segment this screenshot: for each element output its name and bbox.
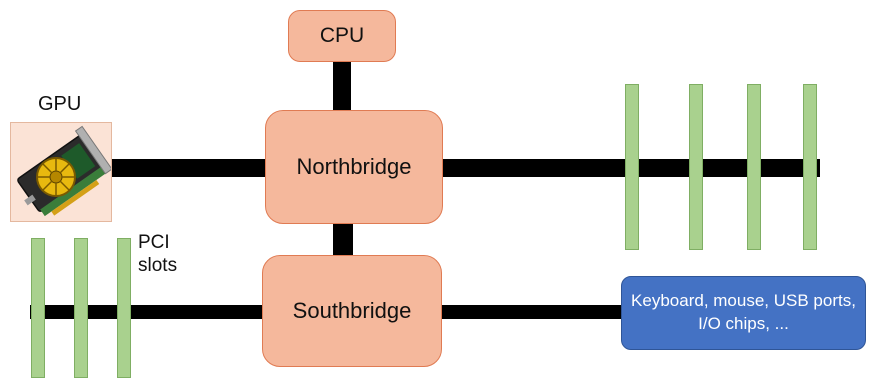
io-devices-box: Keyboard, mouse, USB ports, I/O chips, .…	[621, 276, 866, 350]
pci-slots-label: PCI slots	[138, 232, 178, 276]
northbridge-label: Northbridge	[296, 154, 412, 179]
pci-slot	[117, 238, 131, 378]
southbridge-label: Southbridge	[292, 298, 412, 323]
memory-slot	[625, 84, 639, 250]
memory-slot	[747, 84, 761, 250]
cpu-box: CPU	[288, 10, 396, 62]
io-bus	[440, 305, 624, 319]
gpu-northbridge-bus	[112, 159, 272, 177]
northbridge-southbridge-bus	[333, 223, 353, 259]
io-devices-label: Keyboard, mouse, USB ports, I/O chips, .…	[631, 291, 856, 333]
cpu-label: CPU	[319, 24, 365, 47]
cpu-northbridge-bus	[333, 60, 351, 114]
southbridge-box: Southbridge	[262, 255, 442, 367]
pci-slot	[74, 238, 88, 378]
gpu-label: GPU	[38, 93, 82, 115]
memory-slot	[689, 84, 703, 250]
memory-slot	[803, 84, 817, 250]
northbridge-box: Northbridge	[265, 110, 443, 224]
gpu-card-box	[10, 122, 113, 222]
graphics-card-icon	[17, 125, 113, 217]
pci-slot	[31, 238, 45, 378]
pci-bus	[30, 305, 268, 319]
